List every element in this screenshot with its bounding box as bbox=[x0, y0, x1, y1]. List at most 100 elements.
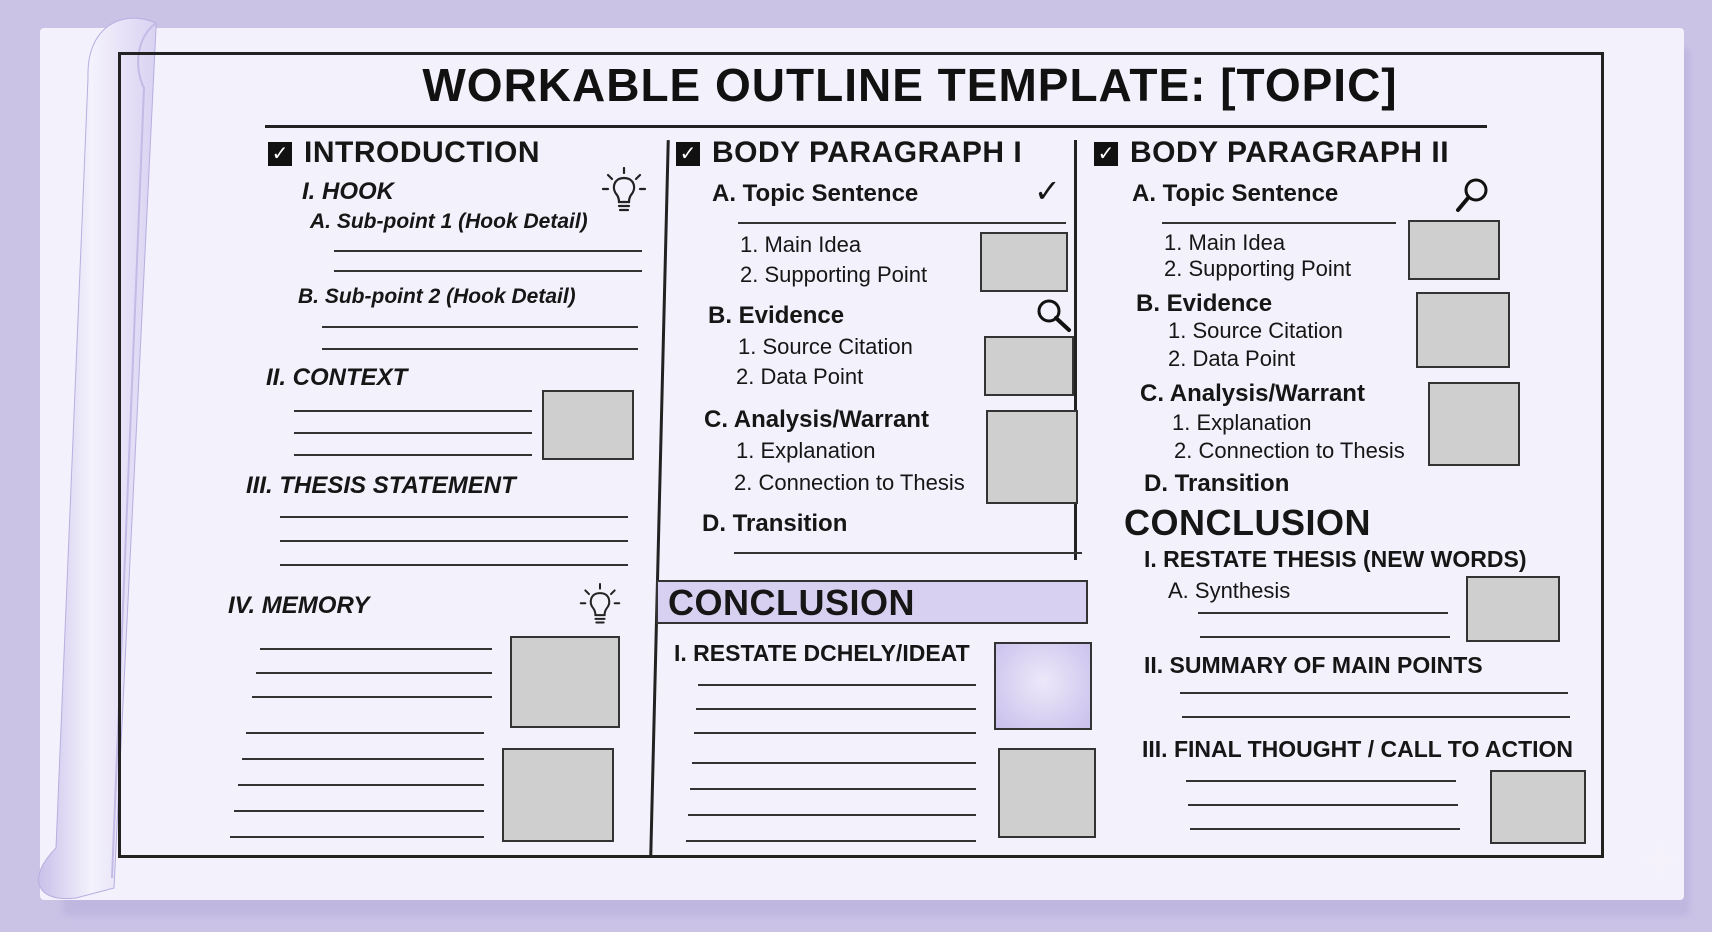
note-box bbox=[1490, 770, 1586, 844]
writing-line bbox=[1188, 804, 1458, 806]
writing-line bbox=[1180, 692, 1568, 694]
introduction-heading: INTRODUCTION bbox=[304, 136, 540, 169]
note-box bbox=[980, 232, 1068, 292]
title-underline bbox=[265, 125, 1487, 128]
restate-label: I. RESTATE DCHELY/IDEAT bbox=[674, 640, 970, 666]
writing-line bbox=[334, 270, 642, 272]
writing-line bbox=[238, 784, 484, 786]
page-curl bbox=[38, 17, 157, 900]
connection-to-thesis-item: 2. Connection to Thesis bbox=[734, 470, 965, 495]
lightbulb-icon bbox=[601, 166, 647, 212]
outline-frame bbox=[118, 52, 1604, 858]
writing-line bbox=[696, 708, 976, 710]
transition-label: D. Transition bbox=[1144, 470, 1290, 497]
memory-label: IV. MEMORY bbox=[228, 592, 370, 619]
note-box bbox=[1466, 576, 1560, 642]
note-box bbox=[1408, 220, 1500, 280]
lightbulb-icon bbox=[579, 582, 621, 624]
source-citation-item: 1. Source Citation bbox=[1168, 318, 1343, 343]
note-box bbox=[986, 410, 1078, 504]
note-box bbox=[542, 390, 634, 460]
writing-line bbox=[698, 684, 976, 686]
source-citation-item: 1. Source Citation bbox=[738, 334, 913, 359]
explanation-item: 1. Explanation bbox=[1172, 410, 1312, 435]
conclusion-heading: CONCLUSION bbox=[668, 582, 915, 623]
checkmark-icon: ✓ bbox=[1034, 173, 1061, 209]
writing-line bbox=[294, 410, 532, 412]
writing-line bbox=[1162, 222, 1396, 224]
writing-line bbox=[1182, 716, 1570, 718]
data-point-item: 2. Data Point bbox=[736, 364, 864, 389]
final-thought-label: III. FINAL THOUGHT / CALL TO ACTION bbox=[1142, 736, 1574, 762]
checked-checkbox-icon: ✓ bbox=[268, 142, 292, 166]
writing-line bbox=[252, 696, 492, 698]
writing-line bbox=[1198, 612, 1448, 614]
main-idea-item: 1. Main Idea bbox=[1164, 230, 1286, 255]
conclusion-heading: CONCLUSION bbox=[1124, 502, 1371, 543]
analysis-warrant-label: C. Analysis/Warrant bbox=[1140, 380, 1365, 407]
hook-sub-point-b: B. Sub-point 2 (Hook Detail) bbox=[298, 285, 576, 308]
writing-line bbox=[242, 758, 484, 760]
conclusion-band bbox=[656, 580, 1088, 624]
note-box bbox=[994, 642, 1092, 730]
evidence-label: B. Evidence bbox=[708, 302, 845, 329]
topic-sentence-label: A. Topic Sentence bbox=[712, 180, 919, 207]
hook-label: I. HOOK bbox=[302, 178, 395, 205]
body-paragraph-1-heading: BODY PARAGRAPH I bbox=[712, 136, 1023, 169]
thesis-statement-label: III. THESIS STATEMENT bbox=[246, 472, 516, 499]
writing-line bbox=[334, 250, 642, 252]
paper-sheet bbox=[40, 28, 1684, 900]
note-box bbox=[502, 748, 614, 842]
topic-sentence-label: A. Topic Sentence bbox=[1132, 180, 1339, 207]
page-title: WORKABLE OUTLINE TEMPLATE: [TOPIC] bbox=[422, 59, 1398, 111]
writing-line bbox=[294, 454, 532, 456]
context-label: II. CONTEXT bbox=[266, 364, 408, 391]
writing-line bbox=[1190, 828, 1460, 830]
supporting-point-item: 2. Supporting Point bbox=[740, 262, 928, 287]
transition-label: D. Transition bbox=[702, 510, 848, 537]
hook-sub-point-a: A. Sub-point 1 (Hook Detail) bbox=[310, 210, 588, 233]
writing-line bbox=[734, 552, 1082, 554]
writing-line bbox=[1200, 636, 1450, 638]
writing-line bbox=[256, 672, 492, 674]
checked-checkbox-icon: ✓ bbox=[1094, 142, 1118, 166]
magnifier-icon bbox=[1037, 299, 1071, 332]
writing-line bbox=[246, 732, 484, 734]
data-point-item: 2. Data Point bbox=[1168, 346, 1296, 371]
writing-line bbox=[738, 222, 1066, 224]
writing-line bbox=[280, 516, 628, 518]
explanation-item: 1. Explanation bbox=[736, 438, 876, 463]
writing-line bbox=[230, 836, 484, 838]
sparkle-icon bbox=[1642, 840, 1678, 880]
writing-line bbox=[1186, 780, 1456, 782]
writing-line bbox=[688, 814, 976, 816]
writing-line bbox=[234, 810, 484, 812]
writing-line bbox=[692, 762, 976, 764]
analysis-warrant-label: C. Analysis/Warrant bbox=[704, 406, 929, 433]
writing-line bbox=[280, 564, 628, 566]
column-divider-2 bbox=[1074, 140, 1077, 560]
synthesis-item: A. Synthesis bbox=[1168, 578, 1291, 603]
supporting-point-item: 2. Supporting Point bbox=[1164, 256, 1352, 281]
writing-line bbox=[694, 732, 976, 734]
connection-to-thesis-item: 2. Connection to Thesis bbox=[1174, 438, 1405, 463]
main-idea-item: 1. Main Idea bbox=[740, 232, 862, 257]
note-box bbox=[1416, 292, 1510, 368]
note-box bbox=[984, 336, 1074, 396]
checked-checkbox-icon: ✓ bbox=[676, 142, 700, 166]
magnifier-icon bbox=[1456, 178, 1488, 212]
writing-line bbox=[260, 648, 492, 650]
writing-line bbox=[322, 326, 638, 328]
restate-thesis-label: I. RESTATE THESIS (NEW WORDS) bbox=[1144, 546, 1527, 572]
writing-line bbox=[690, 788, 976, 790]
summary-of-main-points-label: II. SUMMARY OF MAIN POINTS bbox=[1144, 652, 1483, 678]
body-paragraph-2-heading: BODY PARAGRAPH II bbox=[1130, 136, 1450, 169]
writing-line bbox=[686, 840, 976, 842]
writing-line bbox=[280, 540, 628, 542]
writing-line bbox=[322, 348, 638, 350]
writing-line bbox=[294, 432, 532, 434]
note-box bbox=[510, 636, 620, 728]
note-box bbox=[998, 748, 1096, 838]
evidence-label: B. Evidence bbox=[1136, 290, 1273, 317]
